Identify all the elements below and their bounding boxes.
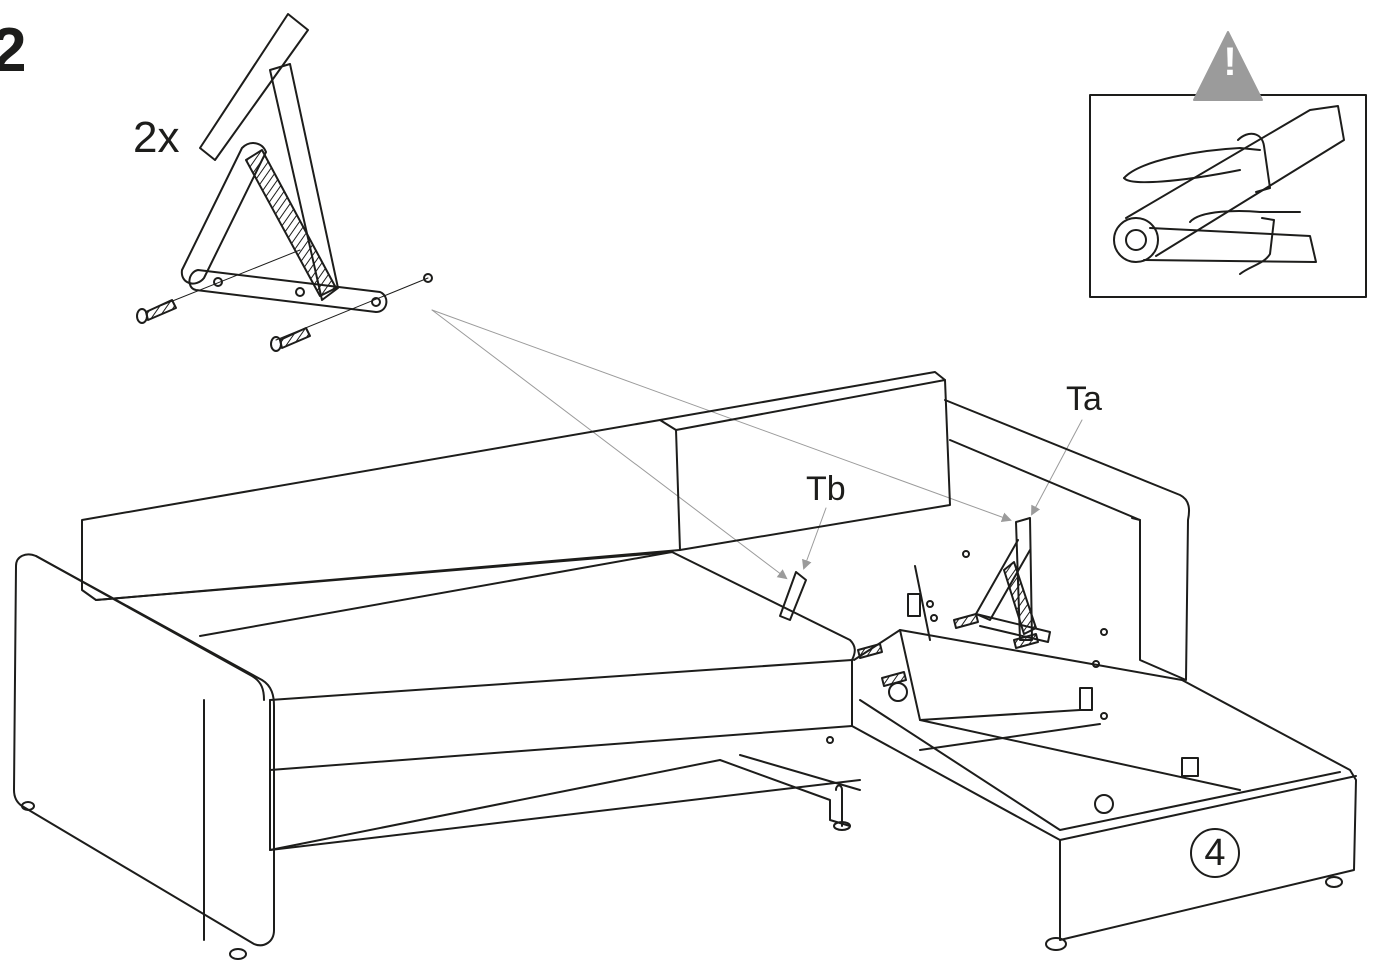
warning-exclamation: ! — [1223, 40, 1237, 84]
screw-icon — [953, 613, 979, 629]
warning-triangle-icon — [1193, 31, 1263, 101]
pointer-line-ta — [431, 309, 1012, 522]
pointer-line-tb — [431, 309, 788, 580]
hinge-label-ta: Ta — [1066, 380, 1102, 418]
installed-hinge-ta — [975, 517, 1051, 643]
screw-icon — [270, 327, 311, 352]
pointer-arrow-tb — [802, 507, 827, 570]
sofa-bed — [13, 371, 1357, 960]
warning-panel — [1089, 31, 1367, 298]
installed-hinge-tb — [779, 571, 807, 621]
step-number: 2 — [0, 16, 27, 85]
screw-icon — [881, 671, 907, 687]
screw-icon — [857, 643, 883, 659]
screw-icon — [1013, 633, 1039, 649]
hinge-label-tb: Tb — [806, 470, 846, 508]
pointer-arrow-ta — [1031, 419, 1083, 516]
quantity-label: 2x — [133, 113, 180, 162]
hinge-detail — [136, 13, 433, 352]
part-number-badge: 4 — [1190, 828, 1240, 878]
screw-icon — [136, 299, 177, 324]
